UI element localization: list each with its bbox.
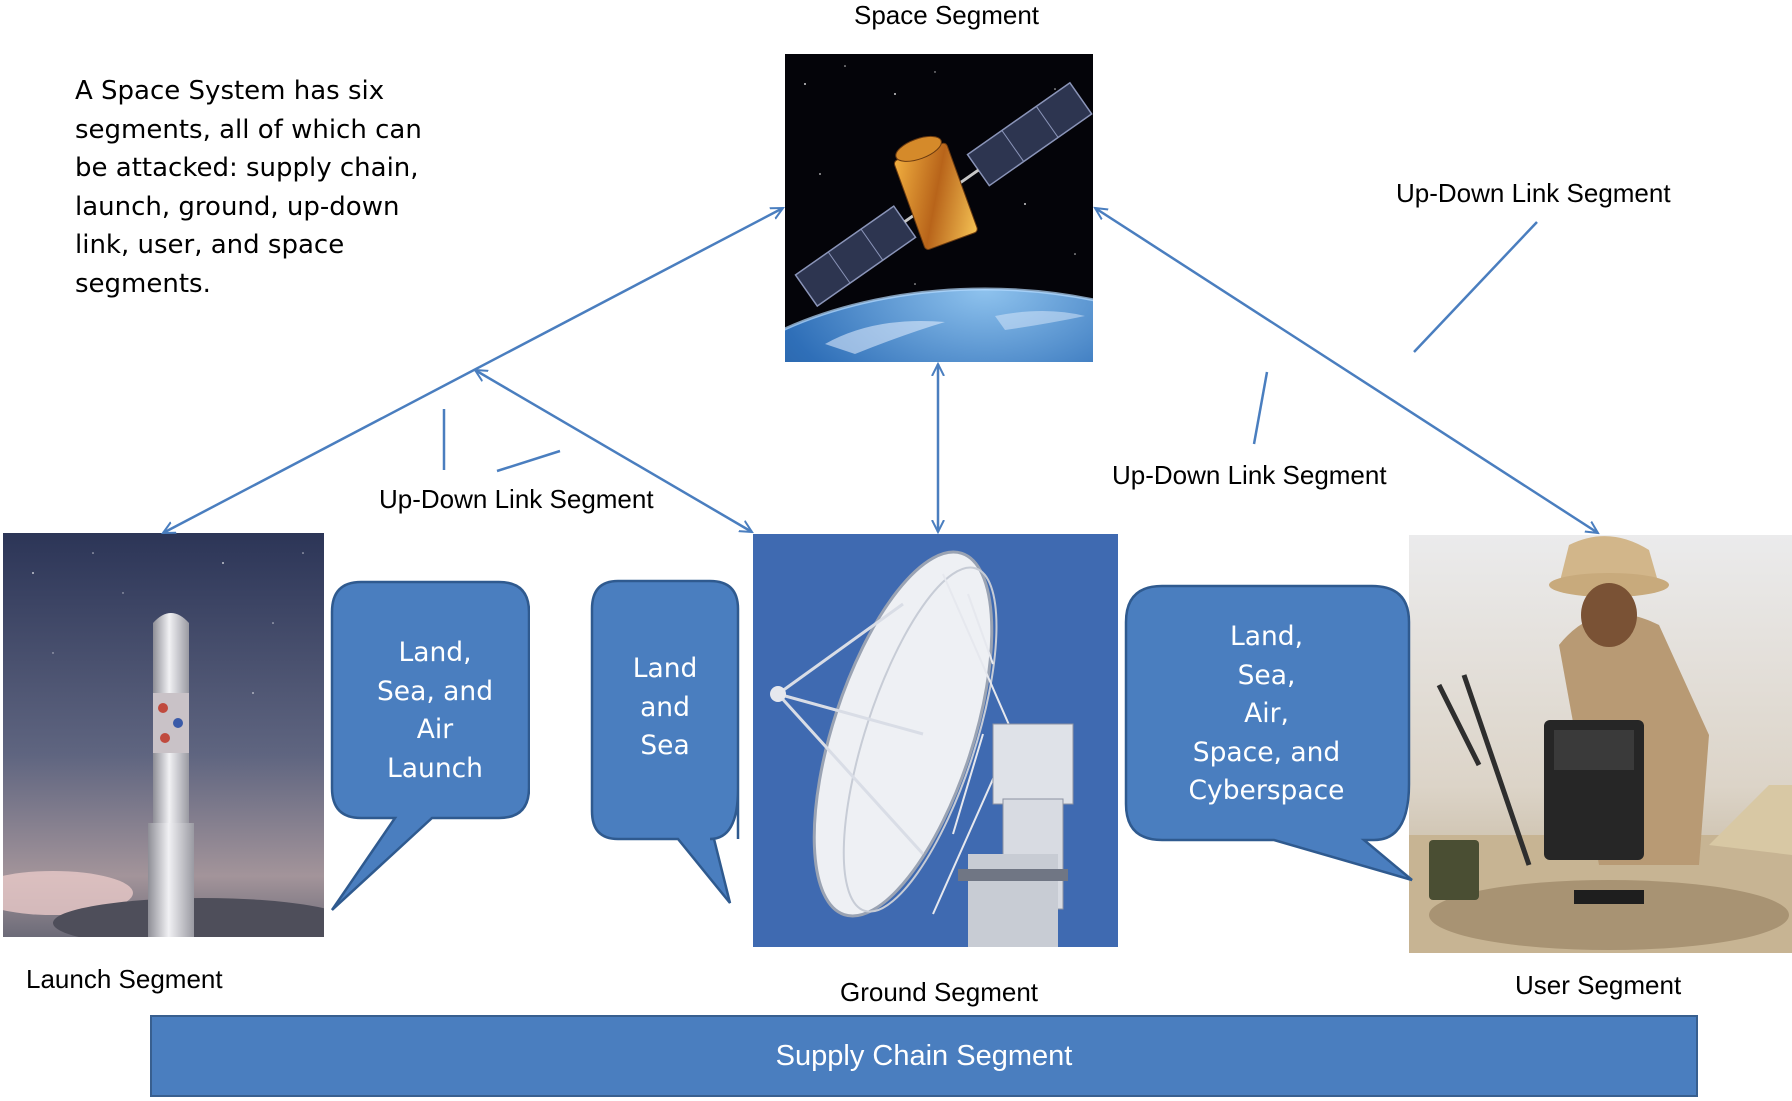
callout-ground: Land and Sea xyxy=(590,579,740,905)
leader-line-right xyxy=(1413,221,1538,353)
callout-ground-text: Land and Sea xyxy=(632,653,698,761)
leader-line-center xyxy=(1252,371,1269,445)
ground-station-antenna-image xyxy=(753,534,1118,947)
leader-line-left-2 xyxy=(496,449,561,473)
ground-segment-label: Ground Segment xyxy=(840,977,1039,1007)
callout-launch: Land, Sea, and Air Launch xyxy=(330,580,530,916)
callout-user: Land, Sea, Air, Space, and Cyberspace xyxy=(1124,584,1414,884)
arrow-hub-to-ground xyxy=(475,370,752,532)
soldier-radio-image xyxy=(1409,535,1792,953)
up-down-link-label-right: Up-Down Link Segment xyxy=(1396,178,1671,208)
supply-chain-segment-label: Supply Chain Segment xyxy=(775,1039,1073,1072)
callout-launch-text: Land, Sea, and Air Launch xyxy=(376,637,494,784)
arrow-space-to-user xyxy=(1095,208,1598,533)
launch-segment-label: Launch Segment xyxy=(26,964,223,994)
supply-chain-segment-bar: Supply Chain Segment xyxy=(150,1015,1698,1097)
rocket-launch-image xyxy=(3,533,324,937)
space-segment-label: Space Segment xyxy=(854,0,1040,30)
satellite-image xyxy=(785,54,1093,362)
user-segment-label: User Segment xyxy=(1515,970,1682,1000)
arrow-launch-to-space xyxy=(163,206,783,535)
callout-user-text: Land, Sea, Air, Space, and Cyberspace xyxy=(1188,621,1345,806)
